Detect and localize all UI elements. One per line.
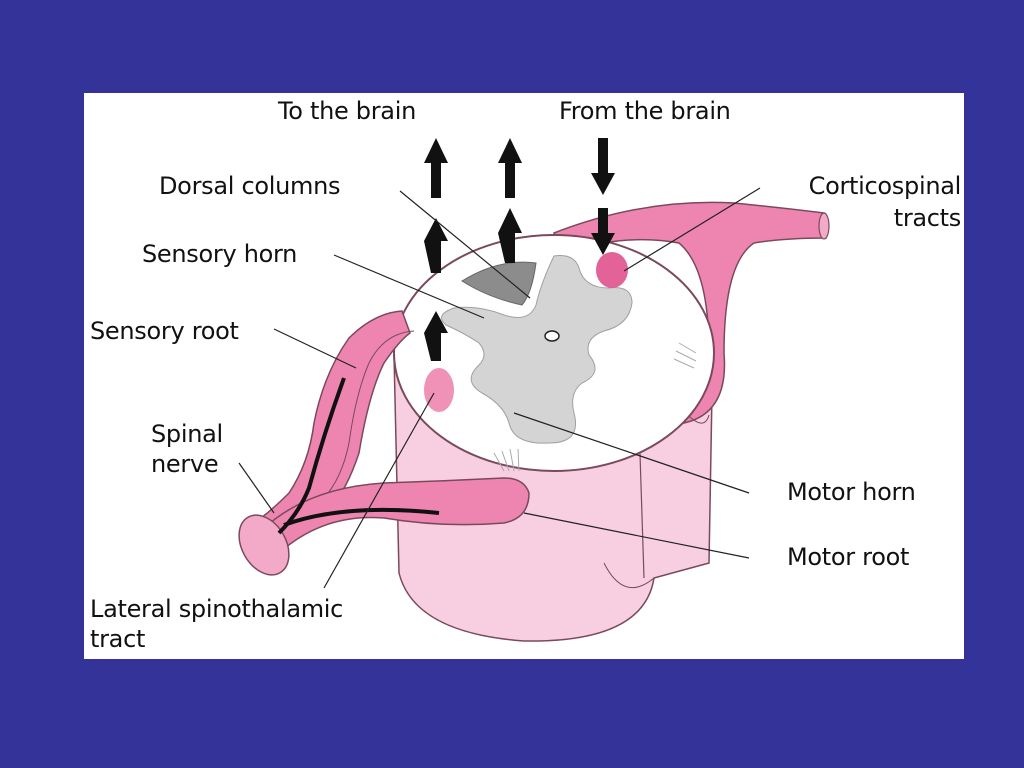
label-dorsal-columns: Dorsal columns xyxy=(159,172,341,200)
diagram-panel: To the brain From the brain Dorsal colum… xyxy=(84,93,964,659)
right-nerve-bundle xyxy=(552,201,827,425)
label-corticospinal-2: tracts xyxy=(893,204,962,232)
lateral-spinothalamic-spot xyxy=(424,368,454,412)
corticospinal-tract-spot xyxy=(596,252,628,288)
label-motor-root: Motor root xyxy=(787,543,910,571)
label-lateral-spinothalamic-2: tract xyxy=(90,625,146,653)
dorsal-columns xyxy=(461,261,537,306)
ascending-arrows xyxy=(424,138,522,361)
label-sensory-root: Sensory root xyxy=(90,317,239,345)
label-from-brain: From the brain xyxy=(559,97,731,125)
label-corticospinal-1: Corticospinal xyxy=(808,172,962,200)
label-motor-horn: Motor horn xyxy=(787,478,916,506)
descending-arrows xyxy=(591,138,615,255)
spinal-nerve-end xyxy=(238,514,290,576)
label-lateral-spinothalamic-1: Lateral spinothalamic xyxy=(90,595,344,623)
label-sensory-horn: Sensory horn xyxy=(142,240,298,268)
label-spinal-nerve-1: Spinal xyxy=(151,420,223,448)
label-to-brain: To the brain xyxy=(278,97,416,125)
label-spinal-nerve-2: nerve xyxy=(151,450,219,478)
leader-lines xyxy=(238,187,761,589)
spinal-cord-illustration xyxy=(238,138,830,642)
motor-root xyxy=(257,477,530,555)
